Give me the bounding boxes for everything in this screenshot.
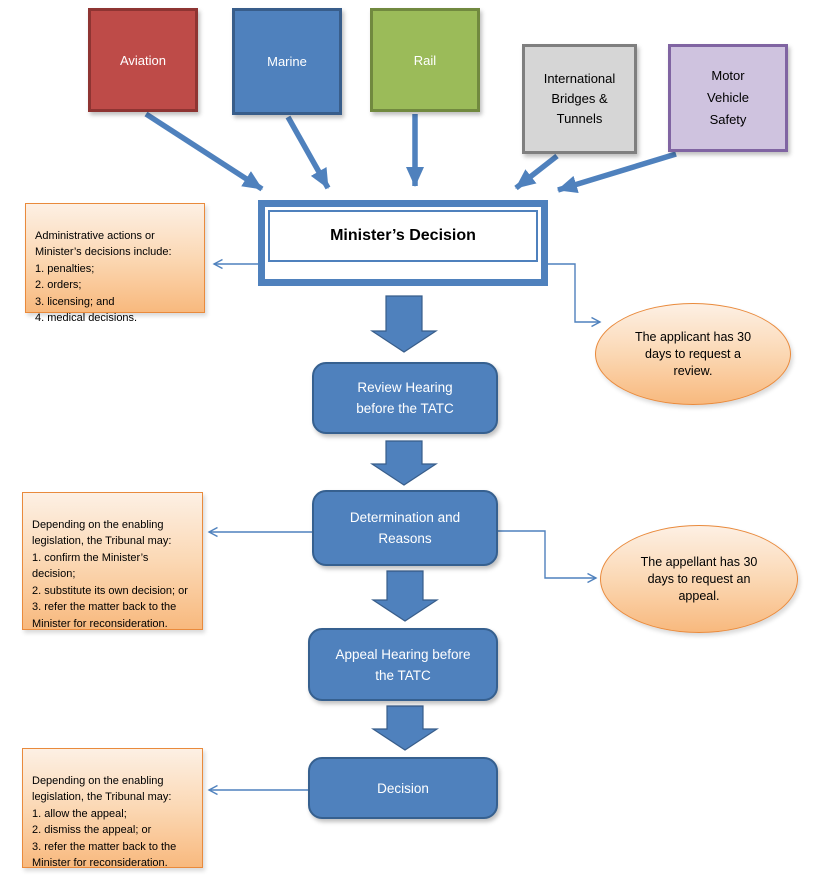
node-decision: Decision: [308, 757, 498, 819]
arrow-aviation-to-ministers-decision: [144, 111, 264, 192]
arrow-motor-to-ministers-decision: [557, 151, 677, 194]
node-aviation-label: Aviation: [119, 52, 166, 68]
block-arrow-appeal-to-decision: [370, 705, 440, 751]
block-arrow-decision-to-review: [369, 295, 439, 353]
node-decision-label: Decision: [377, 780, 429, 796]
callout-appeal-options: Depending on the enabling legislation, t…: [22, 748, 203, 870]
node-determination-and-reasons-label: Determination and Reasons: [349, 510, 461, 546]
arrow-marine-to-ministers-decision: [285, 115, 331, 190]
node-international-bridges-tunnels: International Bridges & Tunnels: [522, 44, 637, 154]
node-review-hearing-label: Review Hearing before the TATC: [356, 380, 454, 416]
node-aviation: Aviation: [88, 8, 198, 112]
node-review-hearing: Review Hearing before the TATC: [312, 362, 498, 434]
note-applicant-30-days: The applicant has 30 days to request a r…: [595, 303, 791, 405]
callout-review-options: Depending on the enabling legislation, t…: [22, 492, 203, 630]
node-determination-and-reasons: Determination and Reasons: [312, 490, 498, 566]
node-appeal-hearing-label: Appeal Hearing before the TATC: [335, 646, 471, 683]
callout-administrative-actions-text: Administrative actions or Minister’s dec…: [35, 229, 172, 325]
node-marine: Marine: [232, 8, 342, 115]
connector-ministers-decision-to-applicant-note: [548, 263, 602, 328]
note-applicant-30-days-text: The applicant has 30 days to request a r…: [634, 329, 752, 378]
node-rail: Rail: [370, 8, 480, 112]
node-marine-label: Marine: [267, 54, 307, 69]
block-arrow-determination-to-appeal: [370, 570, 440, 622]
block-arrow-review-to-determination: [369, 440, 439, 486]
note-appellant-30-days: The appellant has 30 days to request an …: [600, 525, 798, 633]
node-ministers-decision: Minister’s Decision: [258, 200, 548, 286]
ministers-decision-inner-frame: Minister’s Decision: [268, 210, 538, 262]
callout-appeal-options-text: Depending on the enabling legislation, t…: [32, 774, 177, 870]
node-appeal-hearing: Appeal Hearing before the TATC: [308, 628, 498, 701]
note-appellant-30-days-text: The appellant has 30 days to request an …: [640, 554, 758, 603]
arrow-bridges-to-ministers-decision: [514, 153, 559, 191]
connector-determination-to-appellant-note: [498, 530, 598, 584]
callout-administrative-actions: Administrative actions or Minister’s dec…: [25, 203, 205, 324]
node-international-bridges-tunnels-label: International Bridges & Tunnels: [543, 71, 616, 126]
node-motor-vehicle-safety-label: Motor Vehicle Safety: [707, 68, 749, 127]
callout-review-options-text: Depending on the enabling legislation, t…: [32, 518, 188, 630]
node-rail-label: Rail: [413, 52, 437, 68]
node-motor-vehicle-safety: Motor Vehicle Safety: [668, 44, 788, 152]
node-ministers-decision-label: Minister’s Decision: [330, 227, 476, 244]
